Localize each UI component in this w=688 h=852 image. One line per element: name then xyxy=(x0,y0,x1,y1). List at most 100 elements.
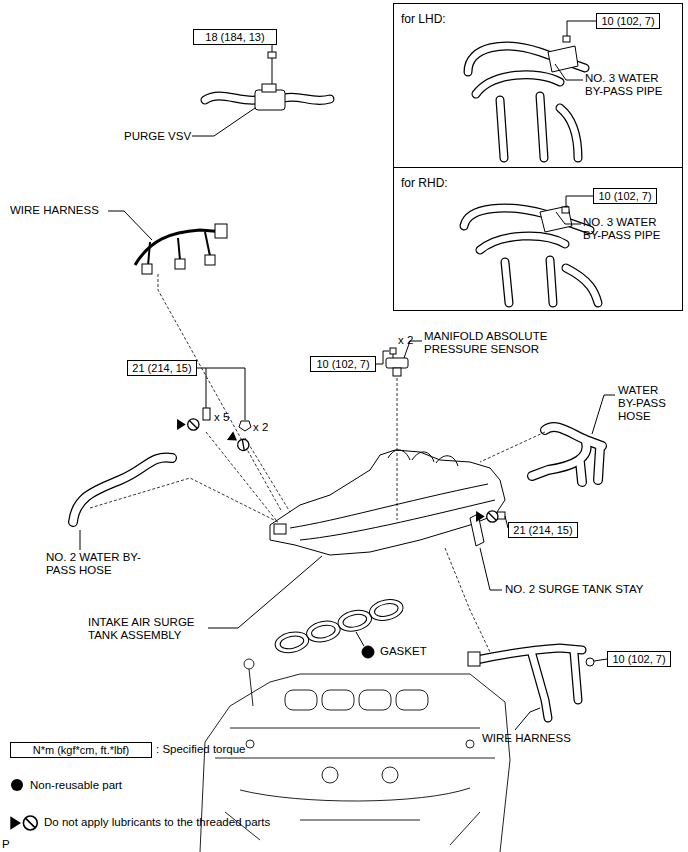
assembly-lines xyxy=(158,274,282,512)
part-label: P xyxy=(2,838,10,850)
part-details xyxy=(208,556,322,628)
torque-value: 10 (102, 7) xyxy=(598,190,651,202)
part-details xyxy=(563,36,570,42)
part-label: PURGE VSV xyxy=(124,130,191,142)
torque-value: 18 (184, 13) xyxy=(205,31,264,43)
part-label: NO. 3 WATER BY-PASS PIPE xyxy=(585,72,662,97)
part-details xyxy=(305,618,342,645)
engine-sketch xyxy=(322,767,338,783)
label-box: x 2 xyxy=(253,421,268,434)
part-details xyxy=(566,196,593,207)
torque-box: 18 (184, 13) xyxy=(193,29,277,45)
assembly-lines xyxy=(480,432,545,462)
torque-box: 10 (102, 7) xyxy=(596,13,660,29)
engine-sketch xyxy=(244,659,254,669)
engine-sketch xyxy=(322,690,354,710)
part-details xyxy=(555,64,583,80)
part-label: NO. 2 WATER BY-PASS HOSE xyxy=(46,551,141,576)
legend-text: Non-reusable part xyxy=(30,779,122,791)
engine-sketch xyxy=(246,740,254,748)
part-details xyxy=(310,623,336,640)
legend-entry: Non-reusable part xyxy=(30,779,122,792)
tube-outlines xyxy=(468,46,585,158)
part-details xyxy=(562,207,569,213)
part-details xyxy=(356,632,364,646)
label-box: GASKET xyxy=(380,645,427,658)
part-details xyxy=(586,658,594,666)
tube-outlines xyxy=(532,427,602,482)
engine-sketch xyxy=(249,669,253,706)
part-details xyxy=(594,659,607,661)
part-details xyxy=(390,348,396,354)
torque-box: 10 (102, 7) xyxy=(593,188,657,204)
quantity-label: x 5 xyxy=(214,411,229,423)
torque-value: 21 (214, 15) xyxy=(513,524,572,536)
legend-entry: Do not apply lubricants to the threaded … xyxy=(44,816,270,829)
part-label: INTAKE AIR SURGE TANK ASSEMBLY xyxy=(88,616,195,641)
part-details xyxy=(274,524,286,534)
engine-sketch xyxy=(382,767,398,783)
label-box: WATER BY-PASS HOSE xyxy=(618,384,676,424)
part-details xyxy=(556,212,581,224)
part-details xyxy=(215,224,227,238)
part-details xyxy=(548,46,578,72)
engine-sketch xyxy=(215,728,495,801)
engine-sketch xyxy=(359,690,391,710)
label-box: x 2 xyxy=(398,334,413,347)
label-box: INTAKE AIR SURGE TANK ASSEMBLY xyxy=(88,616,206,642)
part-details xyxy=(142,264,152,274)
part-details xyxy=(393,368,401,376)
label-box: P xyxy=(2,838,10,851)
part-details xyxy=(268,52,276,58)
part-label: MANIFOLD ABSOLUTE PRESSURE SENSOR xyxy=(424,330,547,355)
torque-box: 10 (102, 7) xyxy=(310,356,376,372)
assembly-lines xyxy=(245,438,290,512)
part-details xyxy=(272,45,273,52)
tube-outlines xyxy=(468,46,585,158)
label-box: WIRE HARNESS xyxy=(482,732,571,745)
engine-sketch xyxy=(285,690,317,710)
part-details xyxy=(175,259,185,269)
torque-value: N*m (kgf*cm, ft.*lbf) xyxy=(33,744,130,756)
part-details xyxy=(290,484,488,528)
label-box: MANIFOLD ABSOLUTE PRESSURE SENSOR xyxy=(424,330,559,356)
part-details xyxy=(592,395,615,434)
torque-value: 21 (214, 15) xyxy=(132,362,191,374)
part-details xyxy=(388,450,458,466)
part-details xyxy=(80,21,615,730)
part-details xyxy=(239,421,251,431)
legend-entry: : Specified torque xyxy=(156,743,246,756)
part-details xyxy=(362,646,374,658)
quantity-label: x 2 xyxy=(398,334,413,346)
torque-value: 10 (102, 7) xyxy=(316,358,369,370)
label-box: WIRE HARNESS xyxy=(10,204,99,217)
part-details xyxy=(376,351,389,364)
quantity-label: x 2 xyxy=(253,421,268,433)
tube-outlines xyxy=(73,46,602,718)
part-details xyxy=(540,206,572,232)
part-details xyxy=(273,629,310,656)
part-details xyxy=(515,708,540,730)
torque-value: 10 (102, 7) xyxy=(601,15,654,27)
part-details xyxy=(373,602,399,619)
panel-heading: for RHD: xyxy=(401,176,448,190)
legend-text: Do not apply lubricants to the threaded … xyxy=(44,816,270,828)
part-details xyxy=(272,58,273,84)
part-details xyxy=(342,612,368,629)
panel-heading: for LHD: xyxy=(401,12,446,26)
part-details xyxy=(368,597,405,624)
part-details xyxy=(80,530,81,550)
torque-box: 21 (214, 15) xyxy=(127,360,197,376)
part-label: WIRE HARNESS xyxy=(482,732,571,744)
tube-outlines xyxy=(73,457,172,522)
label-box: PURGE VSV xyxy=(124,130,191,143)
tube-outlines xyxy=(464,208,598,303)
part-details xyxy=(192,108,255,136)
tube-outlines xyxy=(464,208,598,303)
part-label: NO. 2 SURGE TANK STAY xyxy=(505,583,643,595)
no-lubricant-marks xyxy=(227,431,251,453)
part-details xyxy=(567,21,596,36)
part-details xyxy=(108,211,152,240)
part-details xyxy=(300,500,495,540)
